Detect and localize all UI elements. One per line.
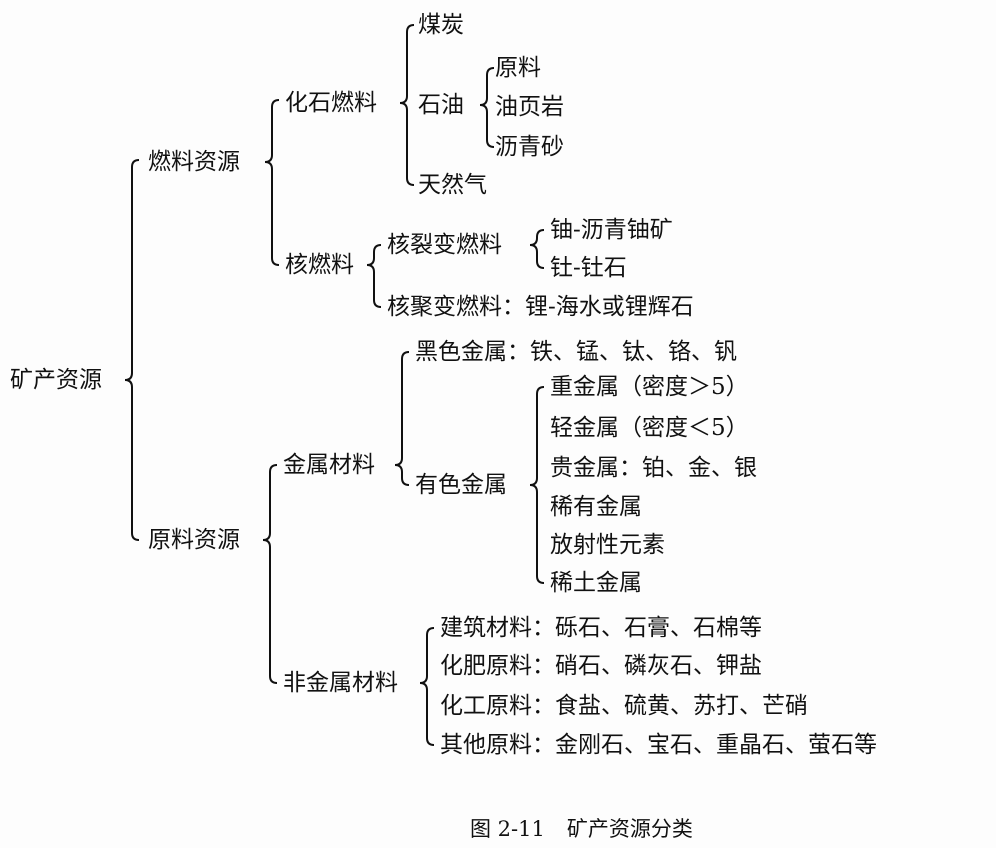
brace-raw	[262, 464, 278, 684]
node-nonferrous-item: 轻金属（密度＜5）	[550, 415, 749, 441]
node-fission: 核裂变燃料	[387, 232, 502, 258]
node-nonmetal: 非金属材料	[283, 670, 398, 696]
node-fission-item: 铀-沥青铀矿	[550, 217, 673, 243]
node-nonmetal-item: 化肥原料：硝石、磷灰石、钾盐	[440, 653, 762, 679]
brace-metal	[394, 351, 410, 486]
node-oil-item: 油页岩	[495, 94, 564, 120]
node-fossil: 化石燃料	[285, 90, 377, 116]
figure-number: 图 2-11	[470, 817, 545, 841]
node-fission-item: 钍-钍石	[550, 255, 627, 281]
node-coal: 煤炭	[418, 12, 464, 38]
node-fuel: 燃料资源	[148, 149, 240, 175]
brace-nuclear	[366, 244, 382, 308]
figure-caption: 图 2-11 矿产资源分类	[470, 813, 715, 843]
node-nonferrous-item: 重金属（密度＞5）	[550, 374, 749, 400]
node-raw: 原料资源	[148, 527, 240, 553]
brace-nonmetal	[419, 627, 435, 746]
node-oil-item: 沥青砂	[495, 134, 564, 160]
node-fusion: 核聚变燃料：锂-海水或锂辉石	[387, 294, 694, 320]
brace-nonferrous	[529, 386, 545, 584]
brace-fossil	[399, 24, 415, 186]
node-nonferrous-item: 稀土金属	[550, 570, 642, 596]
node-nuclear: 核燃料	[285, 252, 354, 278]
figure-title: 矿产资源分类	[566, 817, 693, 841]
node-nonferrous-item: 放射性元素	[550, 532, 665, 558]
node-oil-item: 原料	[495, 55, 541, 81]
brace-oil	[479, 67, 495, 148]
node-root: 矿产资源	[10, 367, 102, 393]
brace-root	[124, 159, 140, 541]
node-nonferrous-item: 贵金属：铂、金、银	[550, 455, 757, 481]
brace-fuel	[264, 99, 280, 266]
node-oil: 石油	[418, 92, 464, 118]
node-gas: 天然气	[418, 172, 487, 198]
node-nonmetal-item: 其他原料：金刚石、宝石、重晶石、萤石等	[440, 732, 877, 758]
node-nonferrous: 有色金属	[415, 472, 507, 498]
node-nonferrous-item: 稀有金属	[550, 494, 642, 520]
brace-fission	[529, 229, 545, 269]
node-nonmetal-item: 化工原料：食盐、硫黄、苏打、芒硝	[440, 693, 808, 719]
node-nonmetal-item: 建筑材料：砾石、石膏、石棉等	[440, 615, 762, 641]
node-ferrous: 黑色金属：铁、锰、钛、铬、钒	[415, 339, 737, 365]
node-metal: 金属材料	[283, 452, 375, 478]
